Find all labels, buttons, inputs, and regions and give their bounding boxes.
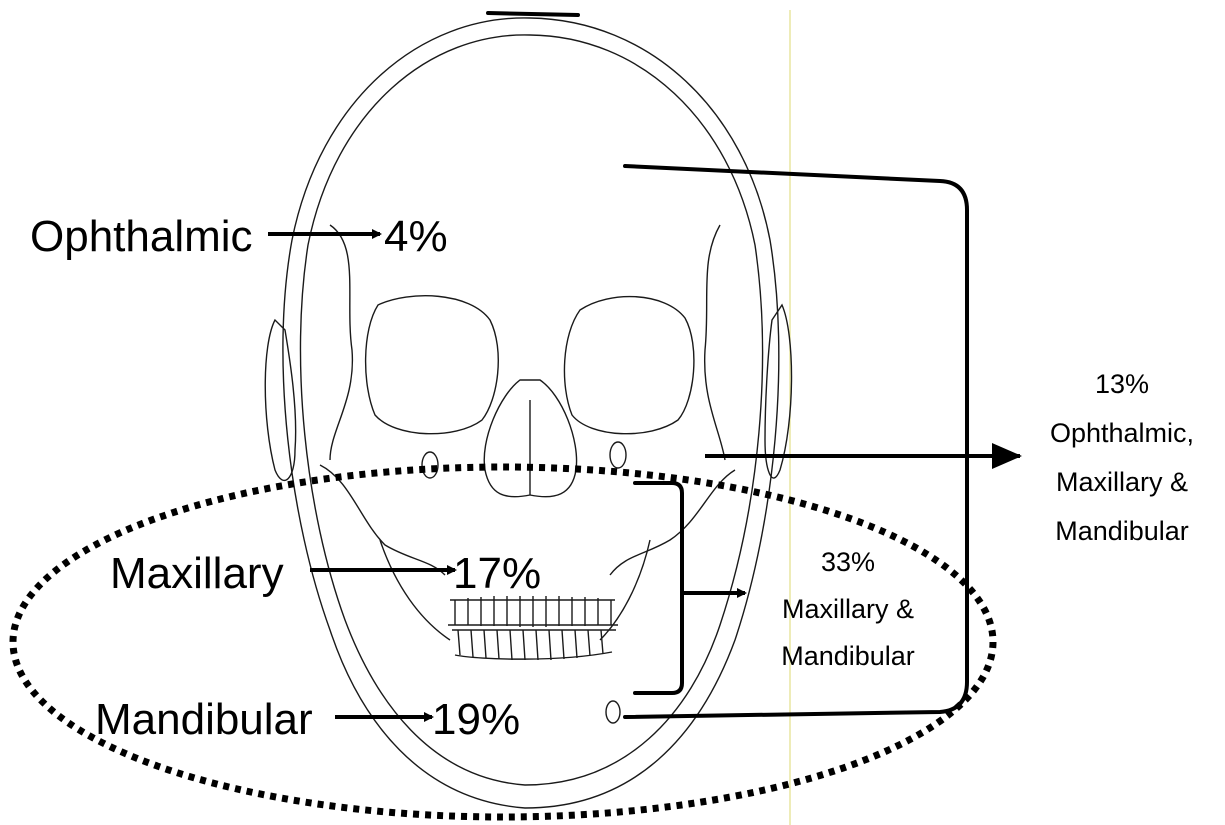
- mandibular-percent: 19%: [432, 695, 520, 744]
- max-mand-bracket: [635, 483, 682, 693]
- maxillary-label: Maxillary: [110, 549, 284, 598]
- all-branches-line-1: Ophthalmic,: [1050, 418, 1194, 448]
- ophthalmic-label: Ophthalmic: [30, 212, 253, 261]
- max-mand-line-1: Maxillary &: [782, 594, 914, 624]
- max-mand-caption: 33% Maxillary & Mandibular: [781, 547, 915, 671]
- all-branches-percent: 13%: [1095, 369, 1149, 399]
- skull-illustration: [265, 13, 791, 808]
- mandibular-label: Mandibular: [95, 695, 313, 744]
- ophthalmic-percent: 4%: [384, 212, 448, 261]
- maxillary-percent: 17%: [453, 549, 541, 598]
- all-branches-line-2: Maxillary &: [1056, 467, 1188, 497]
- max-mand-line-2: Mandibular: [781, 641, 915, 671]
- all-branches-line-3: Mandibular: [1055, 516, 1189, 546]
- all-branches-caption: 13% Ophthalmic, Maxillary & Mandibular: [1050, 369, 1194, 546]
- max-mand-percent: 33%: [821, 547, 875, 577]
- all-branches-bracket: [625, 166, 967, 717]
